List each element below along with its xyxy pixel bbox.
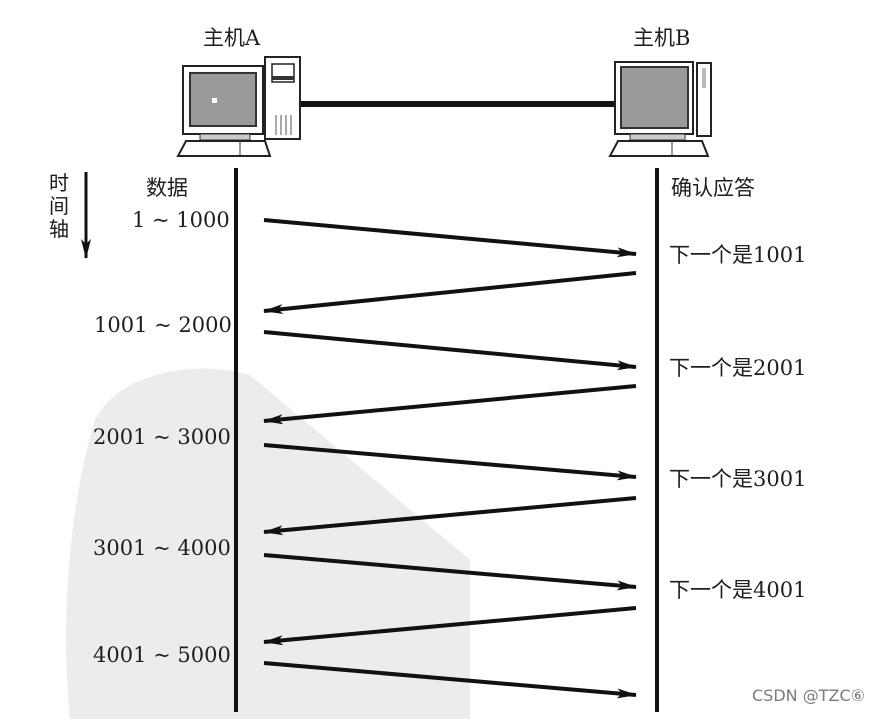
- host-b-computer-icon: [608, 61, 712, 157]
- data-segment-label: 4001 ~ 5000: [93, 643, 231, 667]
- host-a-label: 主机A: [203, 26, 261, 50]
- ack-label: 下一个是2001: [669, 356, 807, 380]
- watermark: CSDN @TZC⑥: [752, 686, 865, 705]
- data-segment-label: 1 ~ 1000: [132, 208, 230, 232]
- ack-label: 下一个是1001: [669, 243, 807, 267]
- time-axis-char: 轴: [49, 217, 69, 241]
- ack-label: 下一个是4001: [669, 578, 807, 602]
- data-segment-label: 2001 ~ 3000: [93, 425, 231, 449]
- time-axis-label: 时 间 轴: [48, 172, 70, 241]
- ack-column-header: 确认应答: [671, 176, 755, 200]
- data-segment-label: 3001 ~ 4000: [93, 536, 231, 560]
- host-b-label: 主机B: [633, 26, 691, 50]
- host-a-computer-icon: [176, 56, 301, 157]
- ack-arrows: [263, 271, 637, 646]
- time-axis-char: 间: [49, 194, 69, 218]
- data-column-header: 数据: [146, 176, 188, 200]
- time-axis-char: 时: [49, 171, 69, 195]
- ack-label: 下一个是3001: [669, 467, 807, 491]
- data-segment-label: 1001 ~ 2000: [94, 313, 232, 337]
- data-arrows: [263, 218, 637, 699]
